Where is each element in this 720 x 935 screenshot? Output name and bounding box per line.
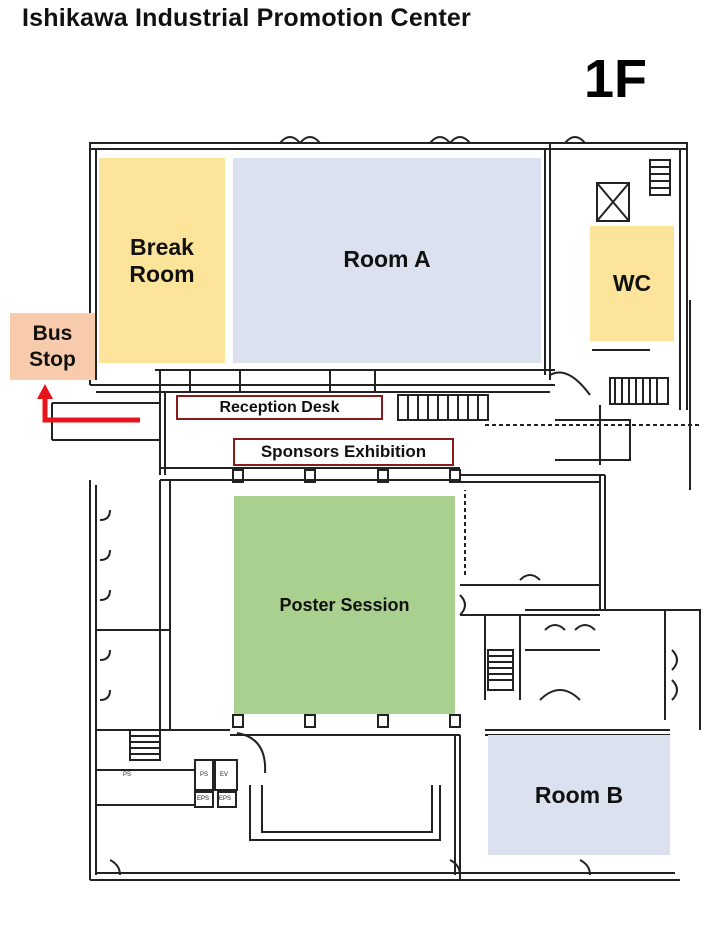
break-room-label-line1: Break	[130, 234, 194, 261]
reception-desk-label: Reception Desk	[176, 395, 383, 420]
room-a-label: Room A	[343, 246, 431, 272]
bus-direction-arrow-icon	[37, 384, 140, 423]
room-b: Room B	[488, 735, 670, 855]
sponsors-exhibition-label: Sponsors Exhibition	[233, 438, 454, 466]
floor-label: 1F	[584, 49, 648, 109]
wc-label: WC	[612, 270, 652, 297]
room-a: Room A	[233, 158, 541, 363]
ps-label: PS	[123, 772, 132, 778]
bus-stop-label: Bus Stop	[29, 321, 76, 371]
ev-label: EV	[220, 772, 229, 778]
bus-stop-line1: Bus	[32, 322, 73, 346]
ps2-label: PS	[200, 772, 209, 778]
room-poster-session: Poster Session	[234, 496, 455, 714]
eps-label-1: EPS	[197, 796, 210, 802]
poster-session-label: Poster Session	[279, 594, 410, 615]
page-title: Ishikawa Industrial Promotion Center	[22, 4, 471, 32]
room-b-label: Room B	[534, 781, 624, 808]
break-room-label-line2: Room	[129, 260, 195, 287]
room-break-room: Break Room	[99, 158, 225, 363]
bus-stop-marker: Bus Stop	[10, 313, 95, 380]
room-wc: WC	[590, 226, 674, 341]
eps-label-2: EPS	[219, 796, 232, 802]
bus-stop-line2: Stop	[29, 347, 76, 371]
